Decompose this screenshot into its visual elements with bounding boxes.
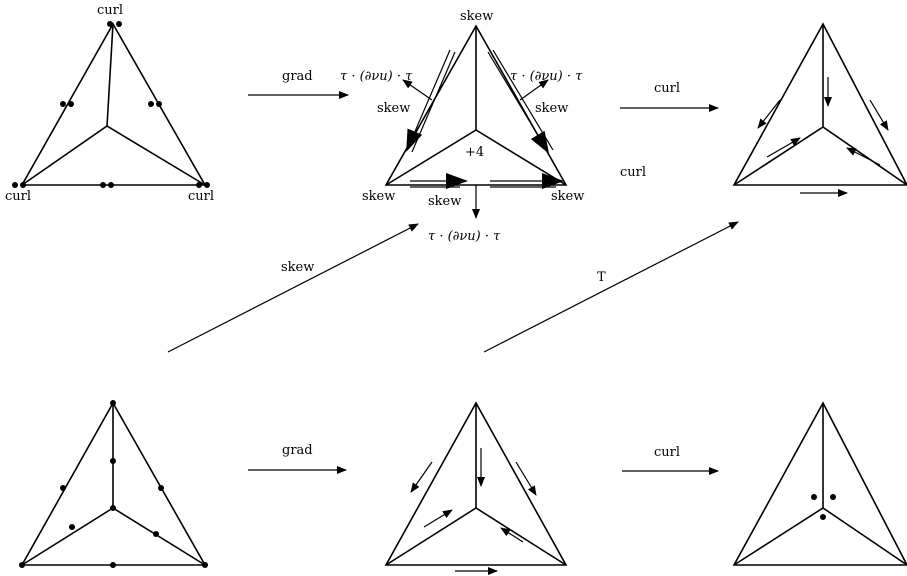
- label-curl-mid: curl: [620, 165, 646, 180]
- label-curl-arrow-bottom: curl: [654, 445, 680, 460]
- tangent-arrow-inner-left-b: [423, 509, 453, 528]
- label-tau-bottom: τ · (∂νu) · τ: [428, 229, 501, 244]
- label-skew-bottom-left: skew: [362, 189, 395, 204]
- normal-arrow-right: [519, 79, 549, 101]
- arrow-grad-top: grad: [248, 69, 349, 99]
- triangle-top-middle: skew skew skew skew skew skew τ · (∂νu) …: [340, 9, 584, 244]
- label-skew-bottom-right: skew: [551, 189, 584, 204]
- label-curl-top: curl: [97, 3, 123, 18]
- arrow-grad-bottom: grad: [248, 443, 347, 474]
- label-T-diag: T: [597, 270, 606, 285]
- tangent-arrow-left-edge-b: [410, 461, 433, 493]
- normal-arrow-left: [402, 79, 433, 101]
- arrow-curl-top: curl: [620, 81, 719, 112]
- dofs-dots-bottom: [19, 400, 208, 568]
- double-arrow-bottom-right: [490, 173, 564, 189]
- label-tau-right: τ · (∂νu) · τ: [510, 69, 583, 84]
- triangle-bottom-middle: [384, 401, 568, 575]
- label-curl-left: curl: [5, 189, 31, 204]
- double-arrow-bottom-left: [410, 173, 468, 189]
- triangle-top-right: [732, 22, 907, 197]
- label-skew-left: skew: [377, 101, 410, 116]
- triangle-bottom-right: [732, 401, 907, 566]
- label-curl-right: curl: [188, 189, 214, 204]
- label-plus4: +4: [465, 145, 484, 160]
- label-skew-right: skew: [535, 101, 568, 116]
- tangent-arrow-inner-right-b: [500, 527, 524, 543]
- tangent-arrow-inner-right: [846, 147, 881, 166]
- label-skew-top: skew: [460, 9, 493, 24]
- dofs-dots: [12, 21, 210, 188]
- label-curl-arrow-top: curl: [654, 81, 680, 96]
- label-skew-bottom-mid: skew: [428, 194, 461, 209]
- tangent-arrow-inner-left: [766, 137, 801, 158]
- double-arrow-left-edge: [406, 49, 456, 153]
- arrow-curl-bottom: curl: [622, 445, 719, 475]
- label-tau-left: τ · (∂νu) · τ: [340, 69, 413, 84]
- interior-dots: [811, 494, 836, 520]
- tangent-arrow-right-edge: [869, 99, 889, 131]
- label-grad-bottom: grad: [282, 443, 313, 458]
- arrow-T-diagonal: T: [483, 221, 739, 353]
- arrow-skew-diagonal: skew: [167, 223, 419, 353]
- label-skew-diag: skew: [281, 260, 314, 275]
- tangent-arrow-left-edge: [757, 99, 781, 129]
- triangle-top-left: curl curl curl: [5, 3, 214, 204]
- triangle-bottom-left: [19, 400, 208, 568]
- double-arrow-right-edge: [487, 49, 554, 154]
- label-grad-top: grad: [282, 69, 313, 84]
- tangent-arrow-right-edge-b: [515, 461, 537, 496]
